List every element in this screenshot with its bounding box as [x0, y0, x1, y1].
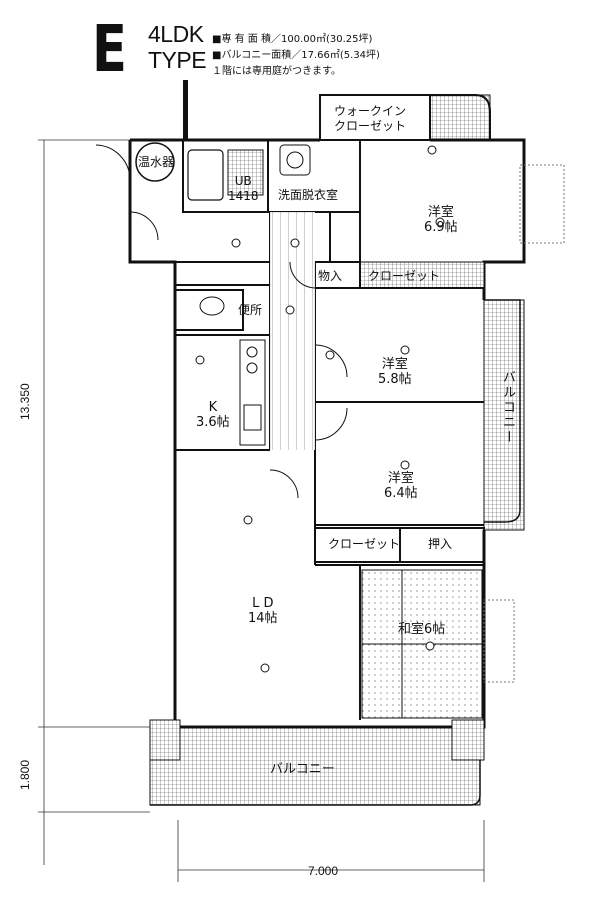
spec-balcony: ■バルコニー面積／17.66㎡(5.34坪): [212, 50, 380, 61]
western-room-2-label: 洋室 5.8帖: [378, 357, 412, 387]
storage-label: 物入: [318, 269, 343, 283]
type-letter: E: [92, 13, 127, 87]
unit-bath-label: UB 1418: [228, 174, 259, 203]
closet-mid-label: クローゼット: [328, 537, 401, 551]
japanese-room-label: 和室6帖: [398, 622, 446, 637]
dimension-width: 7.000: [308, 864, 339, 878]
western-room-1-label: 洋室 6.9帖: [424, 205, 458, 235]
toilet-label: 便所: [238, 303, 263, 317]
spec-garden: １階には専用庭がつきます。: [212, 66, 341, 77]
balcony-bottom-label: バルコニー: [270, 762, 335, 777]
dimension-lines: [38, 139, 485, 882]
oshiire-label: 押入: [428, 537, 453, 551]
balcony-right-label: バルコニー: [500, 370, 515, 445]
kitchen-label: K 3.6帖: [196, 400, 230, 430]
western-room-3-label: 洋室 6.4帖: [384, 471, 418, 501]
dimension-balcony-depth: 1.800: [18, 759, 32, 790]
closet-top-label: クローゼット: [368, 269, 441, 283]
dimension-height: 13.350: [18, 383, 32, 420]
type-label: TYPE: [148, 47, 207, 73]
spec-area: ■専 有 面 積／100.00㎡(30.25坪): [212, 34, 373, 45]
walkin-closet-label: ウォークイン クローゼット: [334, 104, 407, 133]
living-dining-label: L D 14帖: [248, 596, 278, 626]
layout-label: 4LDK: [148, 21, 204, 47]
washroom-label: 洗面脱衣室: [278, 188, 339, 202]
water-heater-label: 温水器: [138, 155, 175, 169]
